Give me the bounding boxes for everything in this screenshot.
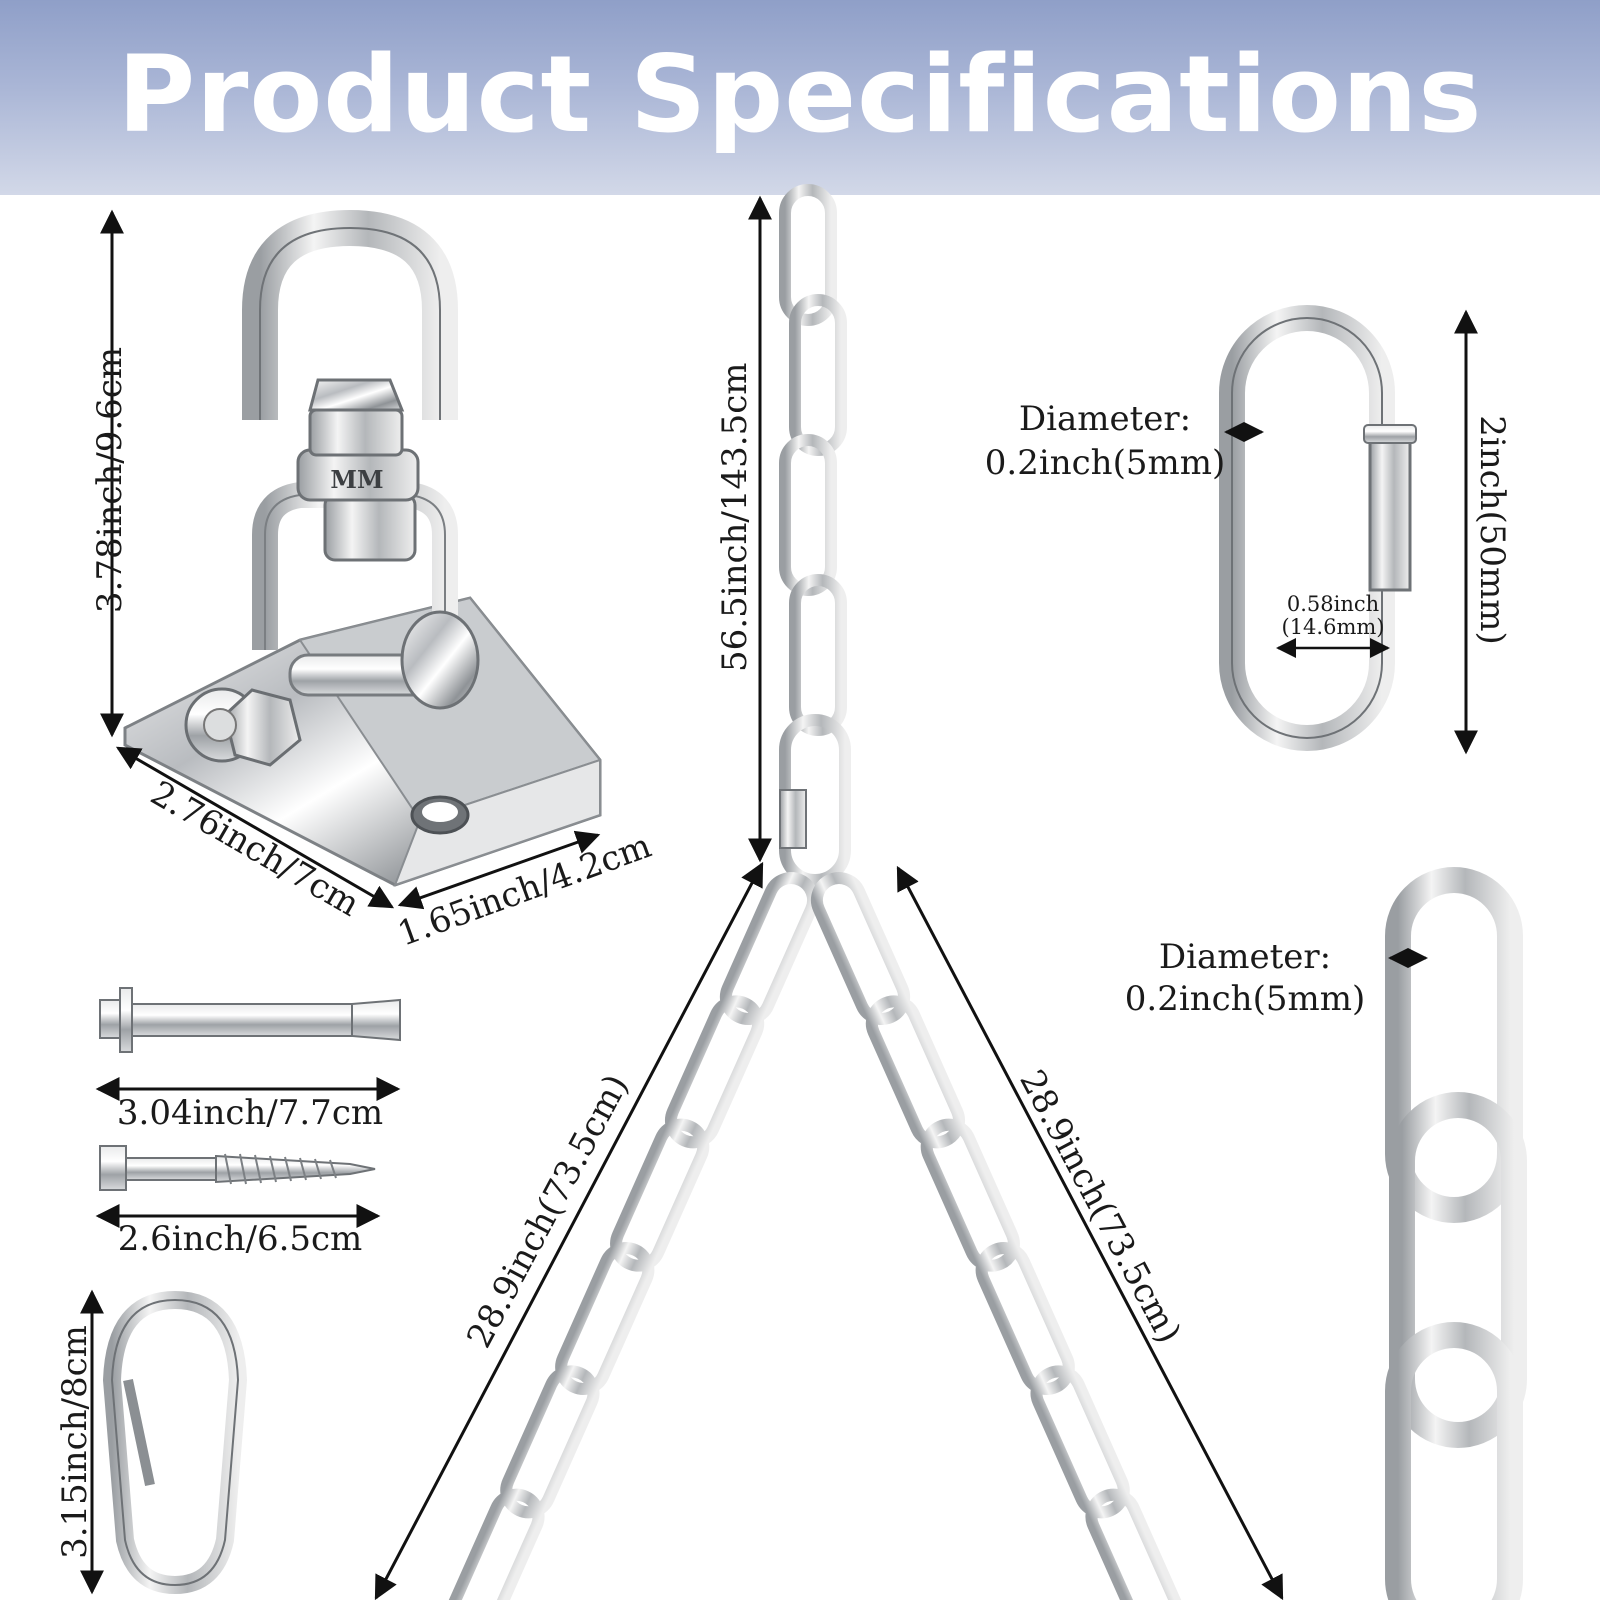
- main-chain-image: [779, 184, 851, 886]
- chain-link-diameter-value: 0.2inch(5mm): [1124, 979, 1366, 1019]
- hanger-stamp: MM: [330, 465, 383, 494]
- left-branch-chain-image: [445, 872, 820, 1600]
- expansion-bolt-image: [99, 987, 401, 1053]
- lag-screw-length-label: 2.6inch/6.5cm: [117, 1219, 363, 1259]
- quick-link-diameter-title: Diameter:: [1018, 399, 1192, 439]
- quick-link-length-label: 2inch(50mm): [1472, 415, 1512, 645]
- dimension-lines: [80, 195, 1478, 1600]
- spring-snap-hook-image: [102, 1290, 248, 1595]
- quick-link-image: [1219, 305, 1417, 751]
- quick-link-opening-inch: 0.58inch: [1286, 592, 1380, 616]
- chain-link-detail-image: [1385, 867, 1527, 1600]
- hanger-height-label: 3.78inch/9.6cm: [90, 346, 130, 614]
- swivel-hanger-image: MM: [123, 209, 602, 887]
- quick-link-diameter-value: 0.2inch(5mm): [984, 443, 1226, 483]
- main-chain-length-label: 56.5inch/143.5cm: [715, 362, 755, 673]
- header-banner: Product Specifications: [0, 0, 1600, 195]
- lag-screw-image: [99, 1145, 376, 1191]
- page-title: Product Specifications: [117, 33, 1483, 156]
- quick-link-opening-mm: (14.6mm): [1281, 615, 1385, 639]
- chain-link-diameter-title: Diameter:: [1158, 937, 1332, 977]
- snap-hook-length-label: 3.15inch/8cm: [55, 1325, 95, 1559]
- expansion-bolt-length-label: 3.04inch/7.7cm: [116, 1093, 384, 1133]
